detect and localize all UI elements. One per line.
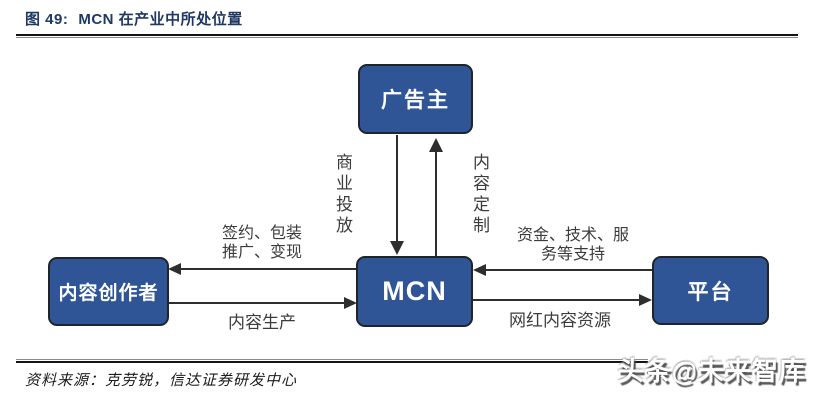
watermark-toutiao: 头条@未来智库 xyxy=(617,356,806,386)
edge-line-platform-to-mcn xyxy=(485,269,652,271)
node-platform: 平台 xyxy=(652,256,769,325)
edge-line-mcn-to-advertiser-down xyxy=(396,135,398,241)
footer-rule xyxy=(16,359,648,363)
edge-label-sign-package: 签约、包装 推广、变现 xyxy=(182,224,342,262)
edge-label-influencer-content-resources: 网红内容资源 xyxy=(509,311,611,330)
arrowhead-left-icon xyxy=(168,263,181,275)
edge-label-sign-package-line1: 签约、包装 xyxy=(221,225,302,242)
edge-line-mcn-to-advertiser-up xyxy=(435,152,437,256)
edge-line-mcn-to-creator xyxy=(180,268,357,270)
edge-line-mcn-to-platform xyxy=(473,299,640,301)
edge-label-support: 资金、技术、服 务等支持 xyxy=(478,226,668,264)
figure-number-label: 图 49: xyxy=(25,11,69,28)
edge-label-support-line2: 务等支持 xyxy=(540,246,605,263)
edge-label-commercial-placement: 商业投放 xyxy=(333,153,352,237)
figure-title: 图 49: MCN 在产业中所处位置 xyxy=(25,8,243,29)
node-mcn: MCN xyxy=(356,256,473,327)
title-underline-rule xyxy=(16,34,798,38)
edge-label-sign-package-line2: 推广、变现 xyxy=(221,244,302,261)
arrowhead-down-icon xyxy=(390,241,404,255)
edge-line-creator-to-mcn xyxy=(168,302,345,304)
node-advertiser: 广告主 xyxy=(358,64,473,134)
arrowhead-right-icon xyxy=(344,297,357,309)
arrowhead-left-icon xyxy=(473,264,486,276)
arrowhead-right-icon xyxy=(639,294,652,306)
source-attribution: 资料来源：克劳锐，信达证券研发中心 xyxy=(25,373,298,389)
figure-title-text: MCN 在产业中所处位置 xyxy=(78,11,243,28)
edge-label-support-line1: 资金、技术、服 xyxy=(516,227,629,244)
edge-label-content-customization: 内容定制 xyxy=(470,153,489,237)
edge-label-content-production: 内容生产 xyxy=(228,313,296,332)
node-content-creator: 内容创作者 xyxy=(48,257,169,326)
arrowhead-up-icon xyxy=(429,138,443,152)
